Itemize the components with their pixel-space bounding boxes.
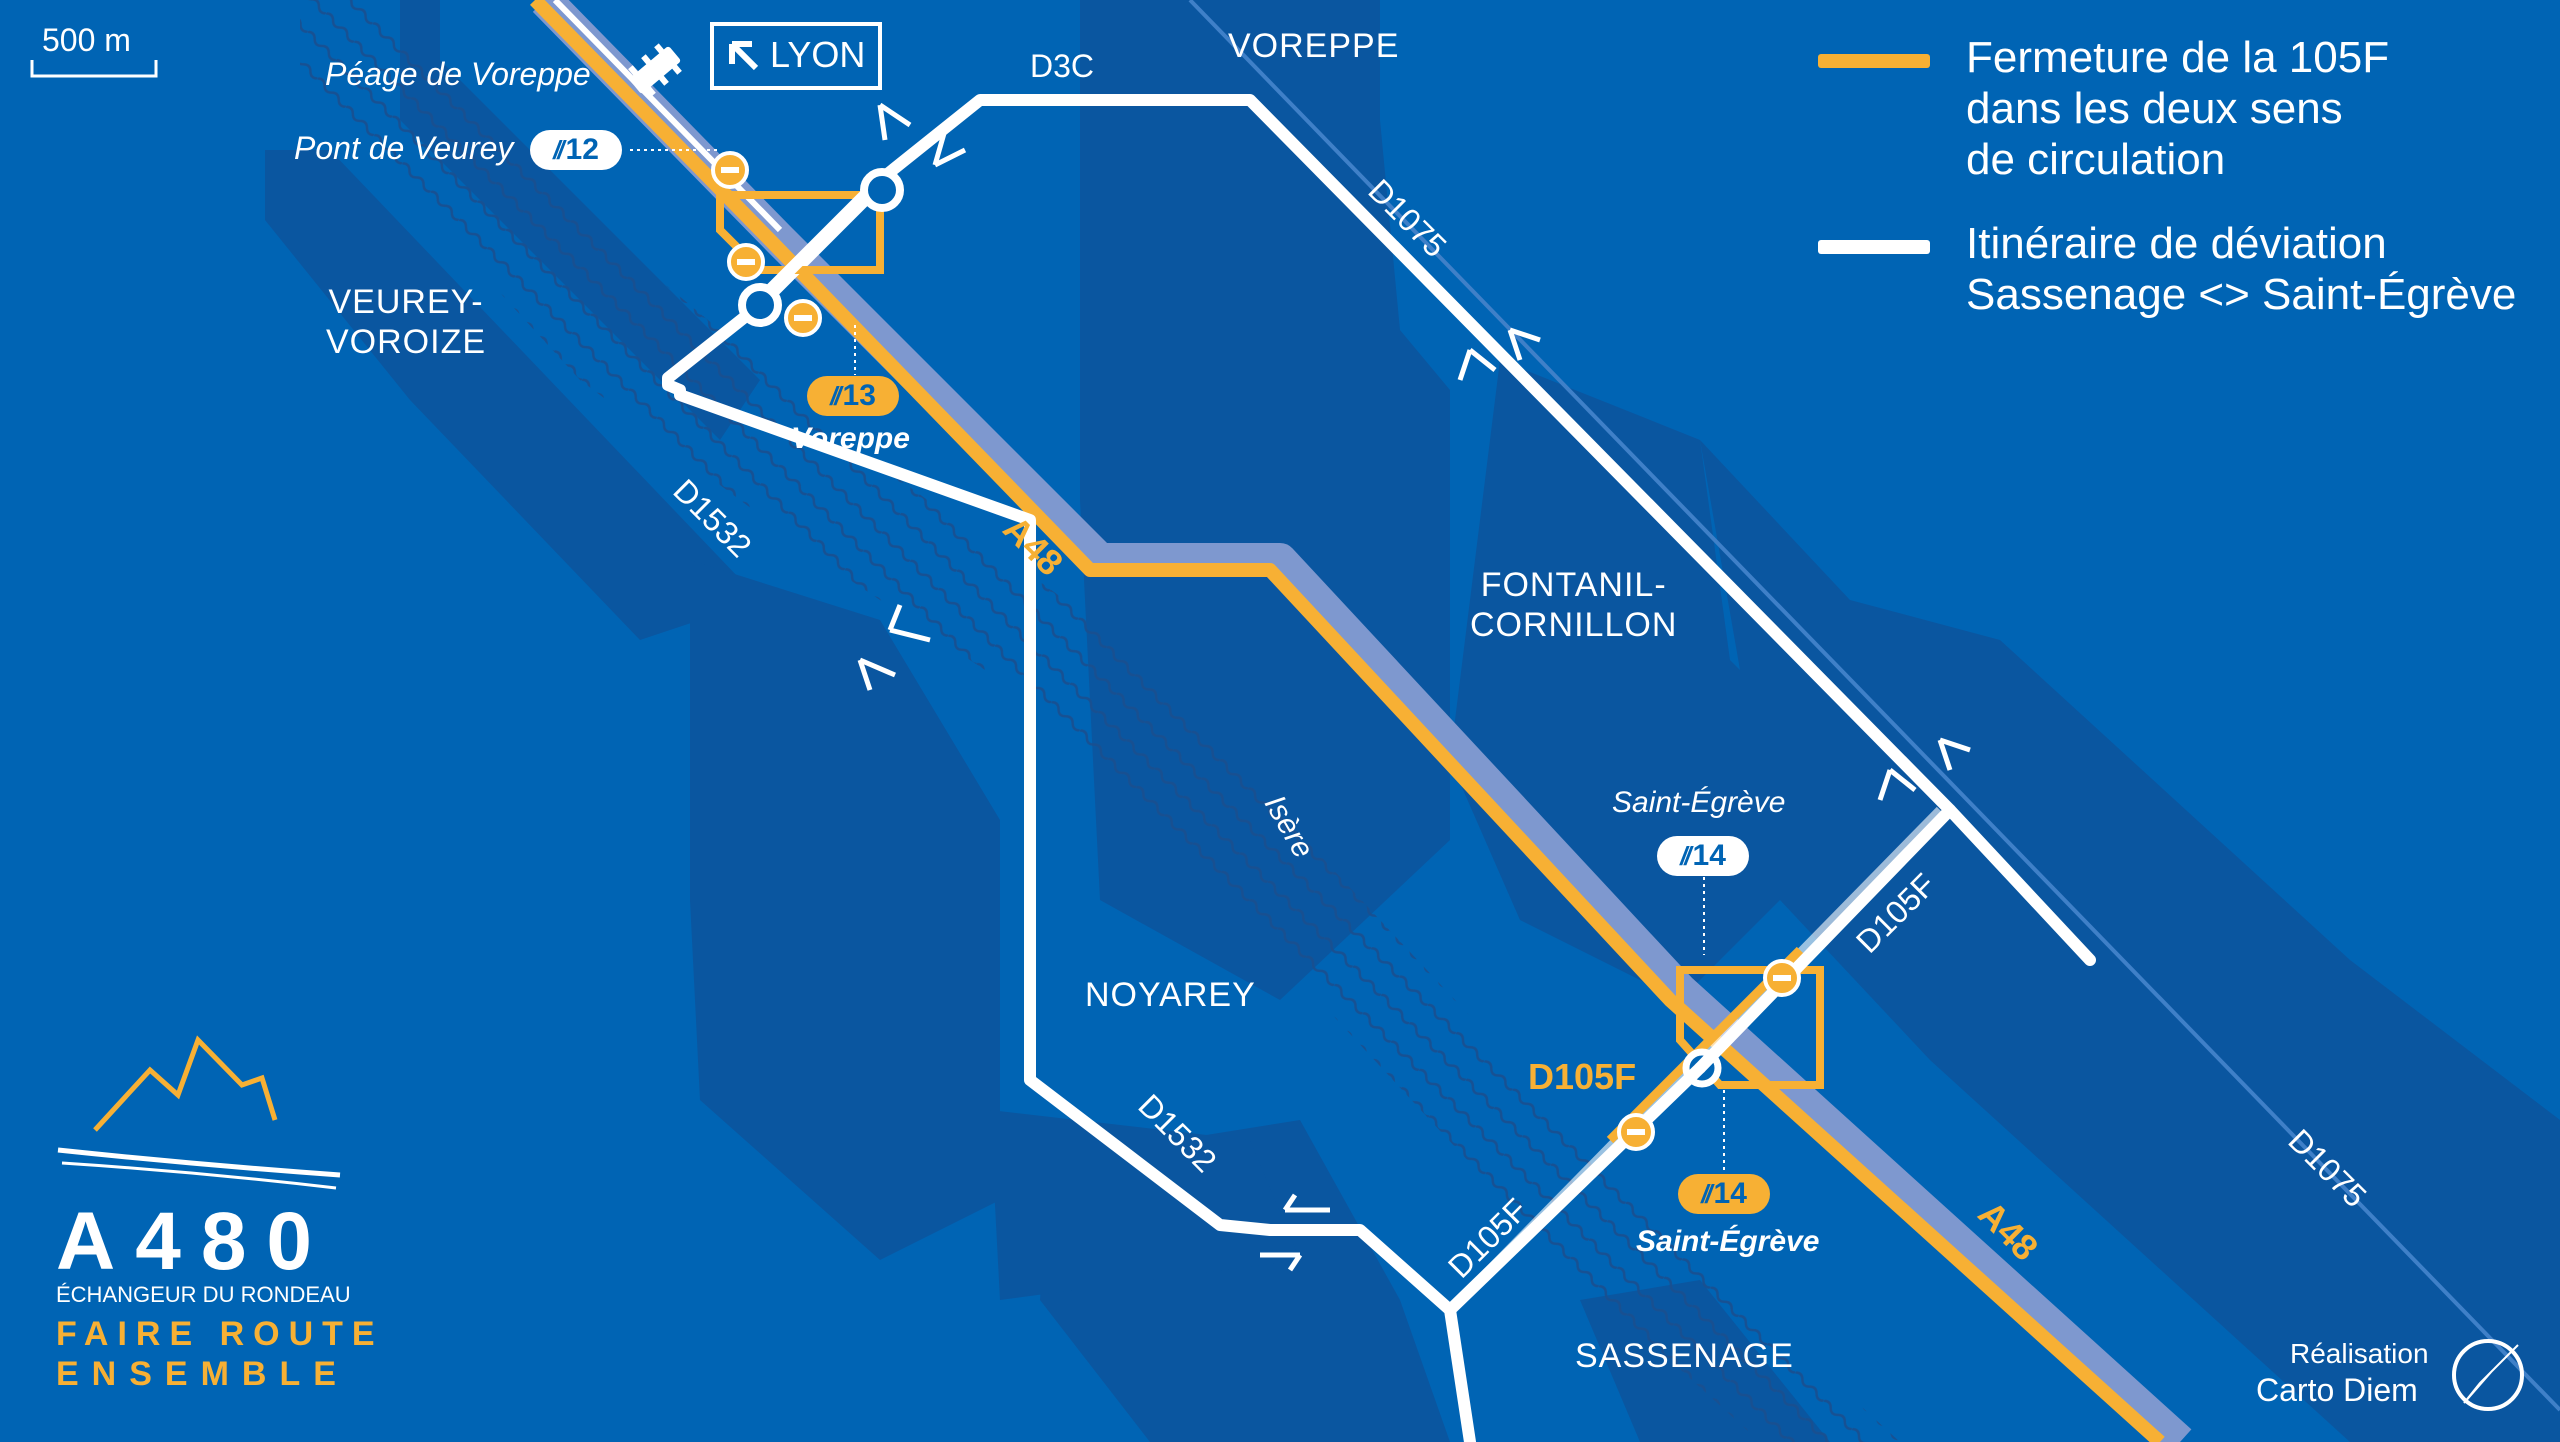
d1075-edge-line [1188, 0, 2560, 1412]
exit-12-badge: //12 [530, 130, 622, 170]
exit-14-badge-bottom: //14 [1678, 1174, 1770, 1214]
exit-13-number: 13 [842, 379, 876, 412]
brand-title: A480 [56, 1196, 333, 1287]
exit-symbol-icon: // [830, 380, 842, 411]
place-noyarey: NOYAREY [1085, 976, 1256, 1014]
scale-label: 500 m [42, 22, 131, 58]
poi-pont-de-veurey: Pont de Veurey [294, 130, 514, 166]
place-voreppe: VOREPPE [1228, 27, 1400, 65]
poi-saint-egreve-bottom: Saint-Égrève [1636, 1225, 1820, 1258]
exit-14-number-top: 14 [1692, 839, 1726, 872]
legend-detour-text: Itinéraire de déviation Sassenage <> Sai… [1966, 219, 2517, 319]
exit-symbol-icon: // [553, 134, 565, 165]
legend-detour-row: Itinéraire de déviation Sassenage <> Sai… [1818, 218, 2516, 320]
road-d105f-highlight-label: D105F [1528, 1056, 1637, 1097]
legend-detour-swatch [1818, 240, 1930, 254]
brand-subtitle: ÉCHANGEUR DU RONDEAU [56, 1282, 351, 1307]
credit-line2: Carto Diem [2256, 1372, 2418, 1408]
legend-closure-text: Fermeture de la 105F dans les deux sens … [1966, 33, 2390, 184]
exit-14-number-bottom: 14 [1713, 1177, 1747, 1210]
credit-line1: Réalisation [2290, 1338, 2429, 1369]
lyon-sign-frame [710, 22, 882, 90]
leader-lines [630, 149, 1725, 1175]
poi-voreppe-exit: Voreppe [791, 422, 910, 455]
logo-mountain-icon [93, 1035, 278, 1132]
direction-arrows [857, 102, 1971, 1272]
poi-saint-egreve-top: Saint-Égrève [1612, 786, 1786, 819]
poi-peage-voreppe: Péage de Voreppe [325, 56, 591, 92]
logo-road-icon [57, 1147, 341, 1190]
exit-14-badge-top: //14 [1657, 836, 1749, 876]
toll-icon [628, 43, 682, 97]
closure-markers [711, 151, 1801, 1151]
legend-closure-row: Fermeture de la 105F dans les deux sens … [1818, 32, 2389, 185]
exit-symbol-icon: // [1701, 1178, 1713, 1209]
carto-diem-logo-icon [2452, 1339, 2524, 1411]
lyon-direction-sign: LYON [770, 34, 866, 75]
place-veurey-voroize: VEUREY- VOROIZE [326, 283, 487, 361]
place-fontanil-cornillon: FONTANIL- CORNILLON [1470, 566, 1678, 644]
voreppe-interchange [716, 168, 904, 327]
place-sassenage: SASSENAGE [1575, 1337, 1794, 1375]
scale-bar [30, 60, 158, 78]
exit-13-badge: //13 [807, 376, 899, 416]
exit-symbol-icon: // [1680, 840, 1692, 871]
road-d3c-label: D3C [1030, 48, 1095, 84]
brand-slogan-line2: ENSEMBLE [56, 1355, 349, 1393]
legend-closure-swatch [1818, 54, 1930, 68]
isere-river [300, 0, 1900, 1442]
brand-slogan-line1: FAIRE ROUTE [56, 1315, 384, 1353]
exit-12-number: 12 [565, 133, 599, 166]
